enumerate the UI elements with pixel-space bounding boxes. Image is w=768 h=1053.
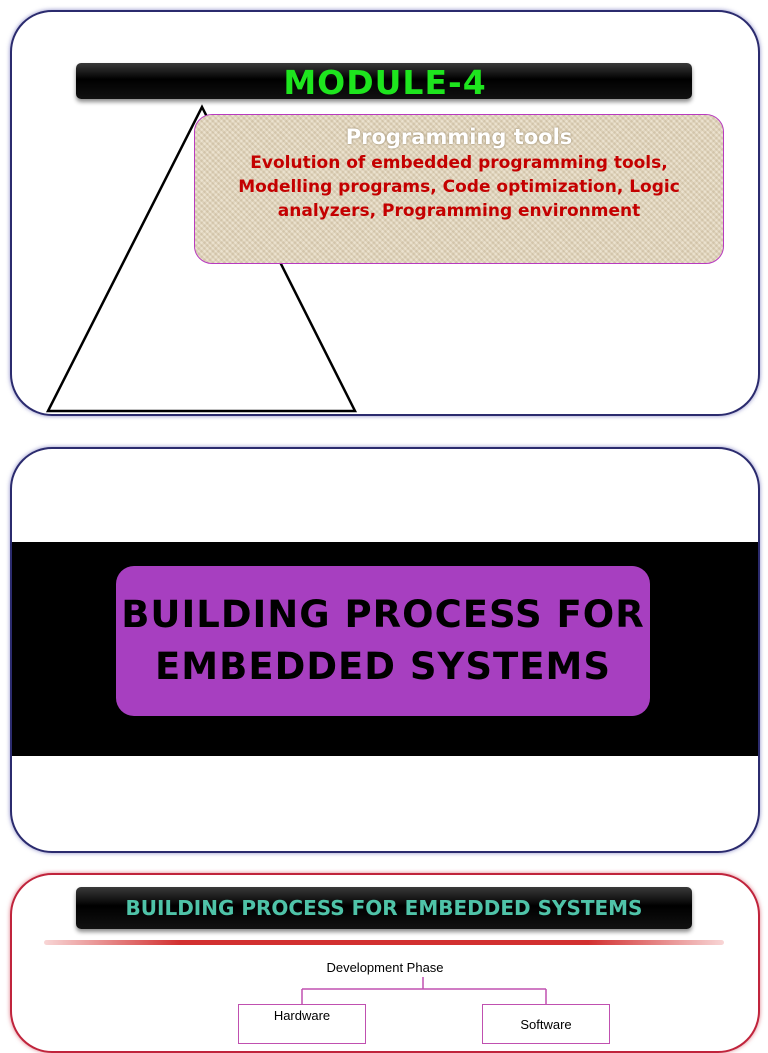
- hardware-label: Hardware: [273, 1008, 331, 1023]
- software-label: Software: [520, 1017, 572, 1032]
- diagram-connectors: [301, 977, 547, 1004]
- slide-building-process: BUILDING PROCESS FOR EMBEDDED SYSTEMS: [10, 447, 760, 853]
- divider-line: [44, 940, 724, 945]
- slide-title: BUILDING PROCESS FOR EMBEDDED SYSTEMS: [125, 896, 643, 920]
- title-box: BUILDING PROCESS FOR EMBEDDED SYSTEMS: [116, 566, 650, 716]
- topic-list: Evolution of embedded programming tools,…: [238, 153, 680, 221]
- slide-title: MODULE-4: [283, 63, 487, 102]
- title-bar: [76, 63, 692, 99]
- topic-box: Programming tools Evolution of embedded …: [194, 114, 724, 264]
- slide-module-4: MODULE-4 Programming tools Evolution of …: [10, 10, 760, 416]
- hardware-box: Hardware: [238, 1004, 366, 1044]
- development-phase-label: Development Phase: [326, 960, 444, 975]
- title-bar: [76, 887, 692, 929]
- software-box: Software: [482, 1004, 610, 1044]
- slide-title: BUILDING PROCESS FOR EMBEDDED SYSTEMS: [121, 593, 645, 688]
- slide-building-process-diagram: BUILDING PROCESS FOR EMBEDDED SYSTEMS De…: [10, 873, 760, 1053]
- topic-heading: Programming tools: [345, 125, 573, 149]
